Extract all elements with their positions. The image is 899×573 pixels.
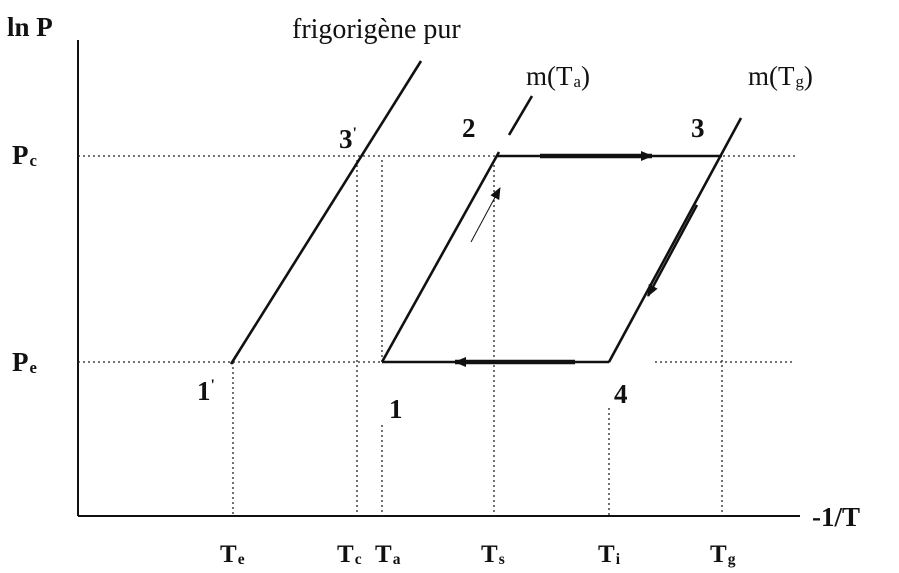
pc-label: Pc [12,140,37,170]
y-axis-label: ln P [7,12,53,42]
isostere-tg-label: m(Tg) [748,61,813,91]
point-2-label: 2 [462,113,476,143]
arrow-1-to-2 [470,187,501,243]
ti-label: Ti [598,541,620,568]
pure-refrigerant-line [229,60,423,365]
arrow-3-to-4 [646,204,699,297]
point-4-label: 4 [614,379,628,409]
pe-label: Pe [12,347,37,377]
isostere-ta-label: m(Ta) [526,61,590,91]
point-3-label: 3 [691,113,705,143]
ts-label: Ts [481,541,505,568]
ta-label: Ta [375,541,401,568]
point-1-prime-label: 1' [197,376,215,406]
te-label: Te [220,541,245,568]
isostere-ta-extension [507,95,534,136]
point-3-prime-label: 3' [339,124,357,154]
isostere-tg-line [607,117,743,363]
x-axis-label: -1/T [812,502,861,532]
pure-refrigerant-label: frigorigène pur [292,14,461,45]
point-1-label: 1 [389,394,403,424]
isostere-ta-line [380,151,501,363]
tc-label: Tc [337,541,362,568]
tg-label: Tg [710,541,736,568]
